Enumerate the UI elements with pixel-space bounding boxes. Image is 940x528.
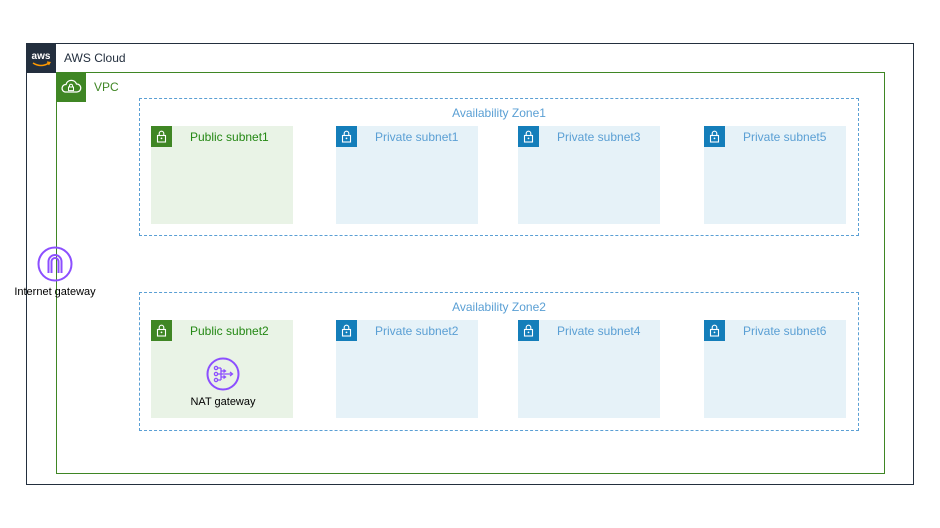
aws-cloud-group xyxy=(26,43,914,485)
public-subnet-2 xyxy=(151,320,293,418)
private-subnet-2-lock-icon xyxy=(336,320,357,341)
private-subnet-6 xyxy=(704,320,846,418)
public-subnet-1-lock-icon xyxy=(151,126,172,147)
private-subnet-2-label: Private subnet2 xyxy=(375,324,459,338)
public-subnet-1 xyxy=(151,126,293,224)
availability-zone-1-label: Availability Zone1 xyxy=(452,106,546,120)
aws-logo-icon: aws xyxy=(26,43,56,73)
nat-gateway-icon xyxy=(206,357,240,391)
private-subnet-1-lock-icon xyxy=(336,126,357,147)
aws-logo-text: aws xyxy=(32,51,51,62)
availability-zone-2 xyxy=(139,292,859,431)
public-subnet-2-label: Public subnet2 xyxy=(190,324,269,338)
private-subnet-6-label: Private subnet6 xyxy=(743,324,827,338)
private-subnet-1-label: Private subnet1 xyxy=(375,130,459,144)
public-subnet-2-lock-icon xyxy=(151,320,172,341)
vpc-label: VPC xyxy=(94,80,119,94)
availability-zone-1 xyxy=(139,98,859,236)
private-subnet-1 xyxy=(336,126,478,224)
private-subnet-3 xyxy=(518,126,660,224)
private-subnet-5-label: Private subnet5 xyxy=(743,130,827,144)
private-subnet-4-lock-icon xyxy=(518,320,539,341)
vpc-cloud-lock-icon xyxy=(56,72,86,102)
aws-cloud-label: AWS Cloud xyxy=(64,51,126,65)
private-subnet-3-lock-icon xyxy=(518,126,539,147)
private-subnet-6-lock-icon xyxy=(704,320,725,341)
availability-zone-2-label: Availability Zone2 xyxy=(452,300,546,314)
public-subnet-1-label: Public subnet1 xyxy=(190,130,269,144)
private-subnet-4 xyxy=(518,320,660,418)
internet-gateway-label: Internet gateway xyxy=(14,286,96,298)
internet-gateway-icon xyxy=(37,246,73,282)
private-subnet-3-label: Private subnet3 xyxy=(557,130,641,144)
private-subnet-4-label: Private subnet4 xyxy=(557,324,641,338)
nat-gateway-label: NAT gateway xyxy=(190,396,256,408)
private-subnet-2 xyxy=(336,320,478,418)
private-subnet-5-lock-icon xyxy=(704,126,725,147)
vpc-group xyxy=(56,72,885,474)
private-subnet-5 xyxy=(704,126,846,224)
